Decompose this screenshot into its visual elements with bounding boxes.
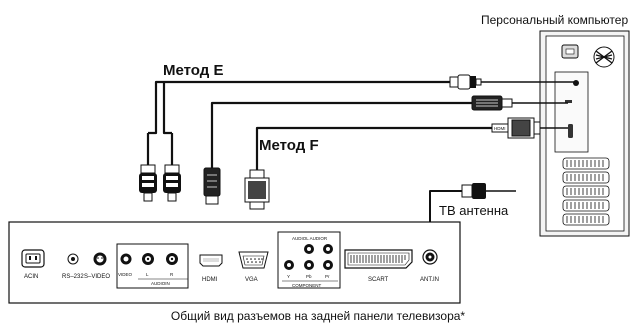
audio-in-label: AUDIOIN [151,281,170,286]
scart-port-icon [344,249,413,269]
component-audio-r-port-icon [323,244,333,254]
video-rca-port-icon [120,253,132,265]
audio-plug-pc-icon [449,74,482,90]
ant-in-label: ANT.IN [420,277,439,283]
pc-audio-jack-icon [573,80,579,86]
component-pr-port-icon [323,260,333,270]
rca-plug-right-icon [163,164,181,202]
rs232-port-icon [67,253,79,265]
svg-text:HDMI: HDMI [494,126,506,131]
pc-expansion-slots [562,157,610,226]
pc-tower [539,30,630,237]
vga-cable [255,126,492,170]
audio-l-label: L [146,272,149,277]
y-label: Y [287,274,290,279]
audio-r-label: R [170,272,174,277]
acin-port-icon [21,249,45,268]
svideo-port-icon [93,252,107,266]
antenna-label: ТВ антенна [439,203,509,218]
audio-l-port-icon [142,253,154,265]
component-y-port-icon [284,260,294,270]
vga-port-icon [238,251,269,269]
rs232-label: RS–232 [62,274,84,280]
audio-lr-label: AUDIOL AUDIOR [292,236,328,241]
pc-vga-port-icon [568,124,573,138]
rca-plug-left-icon [139,164,157,202]
hdmi-port-icon [199,254,223,267]
ant-in-port-icon [422,249,438,265]
pr-label: Pr [325,274,330,279]
acin-label: ACIN [24,274,38,280]
pb-label: Pb [306,274,312,279]
video-label: VIDEO [118,272,133,277]
hdmi-label: HDMI [202,277,218,283]
component-pb-port-icon [304,260,314,270]
pc-usb-icon [565,100,572,103]
antenna-plug-icon [461,183,486,199]
audio-in-group [116,243,189,289]
vga-plug-pc-icon: HDMI [491,117,541,139]
vga-plug-tv-icon [244,169,270,210]
hdmi-plug-pc-icon [471,95,513,111]
vga-label: VGA [245,277,258,283]
method-f-label: Метод F [259,137,319,154]
audio-cable [146,80,450,165]
svideo-label: S–VIDEO [84,274,110,280]
hdmi-plug-tv-icon [203,167,221,205]
method-e-label: Метод E [163,62,223,79]
scart-label: SCART [368,277,389,283]
fan-icon [593,46,615,68]
pc-label: Персональный компьютер [481,13,628,27]
tv-rear-panel: ACIN RS–232 S–VIDEO [8,221,461,304]
audio-r-port-icon [166,253,178,265]
component-audio-l-port-icon [304,244,314,254]
caption: Общий вид разъемов на задней панели теле… [171,309,466,323]
hdmi-cable [210,101,472,168]
component-label: COMPONENT [292,283,322,288]
cables [146,80,575,246]
